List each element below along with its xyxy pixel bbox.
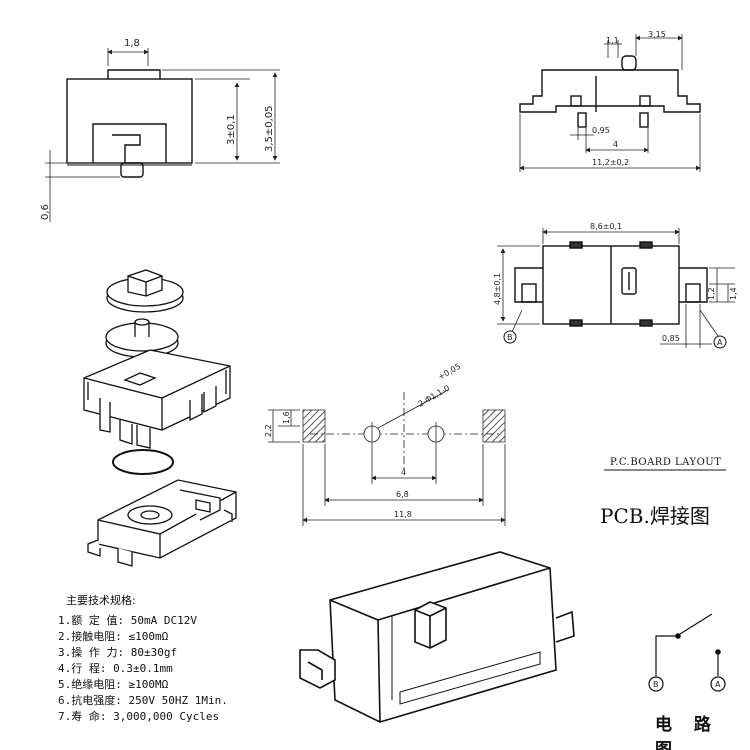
pcb-dim-4: 4 (401, 468, 406, 477)
front-stem (112, 134, 141, 163)
dim-1-2: 1,2 (707, 287, 716, 300)
front-terminal (120, 162, 144, 178)
dim-0-95: 0,95 (592, 126, 610, 135)
spec-item: 6.抗电强度: 250V 50HZ 1Min. (58, 694, 228, 707)
circuit-wire-b (655, 635, 676, 676)
pcb-layout-cn-label: PCB.焊接图 (600, 504, 710, 528)
exploded-cap (106, 269, 184, 313)
plan-terminal-b: B (503, 330, 517, 344)
side-actuator (621, 55, 637, 71)
iso-terminal-right (555, 610, 575, 643)
circuit-label: 电 路 图 (655, 715, 719, 750)
circuit-terminal-a: A (715, 680, 721, 689)
dim-0-85: 0,85 (662, 334, 680, 343)
dim-4-side: 4 (613, 140, 618, 149)
pcb-dim-1-6: 1,6 (282, 411, 291, 424)
spec-item: 1.额 定 值: 50mA DC12V (58, 614, 197, 627)
pcb-pad-right (482, 409, 506, 443)
exploded-base (87, 479, 237, 567)
exploded-view (83, 269, 237, 567)
dim-1-8: 1,8 (124, 38, 140, 49)
dim-0-6: 0,6 (40, 204, 51, 220)
svg-text:B: B (507, 333, 513, 342)
dim-3: 3±0,1 (226, 114, 237, 145)
plan-leg-left (514, 267, 543, 303)
spec-item: 5.绝缘电阻: ≥100MΩ (58, 678, 169, 691)
pcb-dim-2-2: 2,2 (264, 424, 273, 437)
pcb-hole-tolerance: +0,05 (437, 362, 463, 382)
pcb-layout-label: P.C.BOARD LAYOUT (610, 457, 722, 468)
svg-text:A: A (717, 338, 723, 347)
pcb-hole-note: 2-Φ1,1-0 (417, 383, 452, 408)
plan-leg-right (679, 267, 708, 303)
circuit-switch-lever (679, 613, 713, 635)
plan-dimensions (497, 228, 735, 348)
dim-3-15: 3,15 (648, 30, 666, 39)
exploded-ring (112, 449, 174, 475)
dim-8-6: 8,6±0,1 (590, 222, 622, 231)
dim-1-4: 1,4 (729, 287, 738, 300)
spec-title: 主要技术规格: (66, 594, 136, 607)
spec-item: 2.接触电阻: ≤100mΩ (58, 630, 169, 643)
exploded-dome (105, 318, 179, 358)
isometric-view (299, 551, 575, 723)
pcb-dim-11-8: 11,8 (394, 510, 412, 519)
front-actuator (107, 69, 161, 79)
dim-1-1: 1,1 (606, 36, 619, 45)
dim-3-5: 3,5±0,05 (264, 105, 275, 152)
front-dimensions (45, 48, 280, 222)
plan-view (514, 241, 708, 327)
pcb-pad-left (302, 409, 326, 443)
pcb-layout: 2,2 1,6 4 6,8 11,8 2-Φ1,1-0 +0,05 (264, 362, 506, 526)
front-body (66, 78, 193, 164)
exploded-housing (83, 349, 231, 449)
plan-actuator (621, 267, 637, 295)
side-dimensions (519, 34, 701, 172)
circuit-diagram (648, 613, 726, 692)
side-body (519, 69, 701, 113)
plan-terminal-a: A (713, 335, 727, 349)
spec-item: 4.行 程: 0.3±0.1mm (58, 662, 173, 675)
iso-terminal-left (299, 649, 336, 689)
pcb-dim-6-8: 6,8 (396, 490, 409, 499)
dim-11-2: 11,2±0,2 (592, 158, 629, 167)
front-view (66, 69, 193, 178)
front-window (92, 123, 167, 163)
side-view (519, 55, 701, 128)
circuit-terminal-b: B (653, 680, 659, 689)
spec-item: 3.操 作 力: 80±30gf (58, 646, 178, 659)
dim-4-8: 4,8±0,1 (493, 273, 502, 305)
spec-item: 7.寿 命: 3,000,000 Cycles (58, 710, 220, 723)
